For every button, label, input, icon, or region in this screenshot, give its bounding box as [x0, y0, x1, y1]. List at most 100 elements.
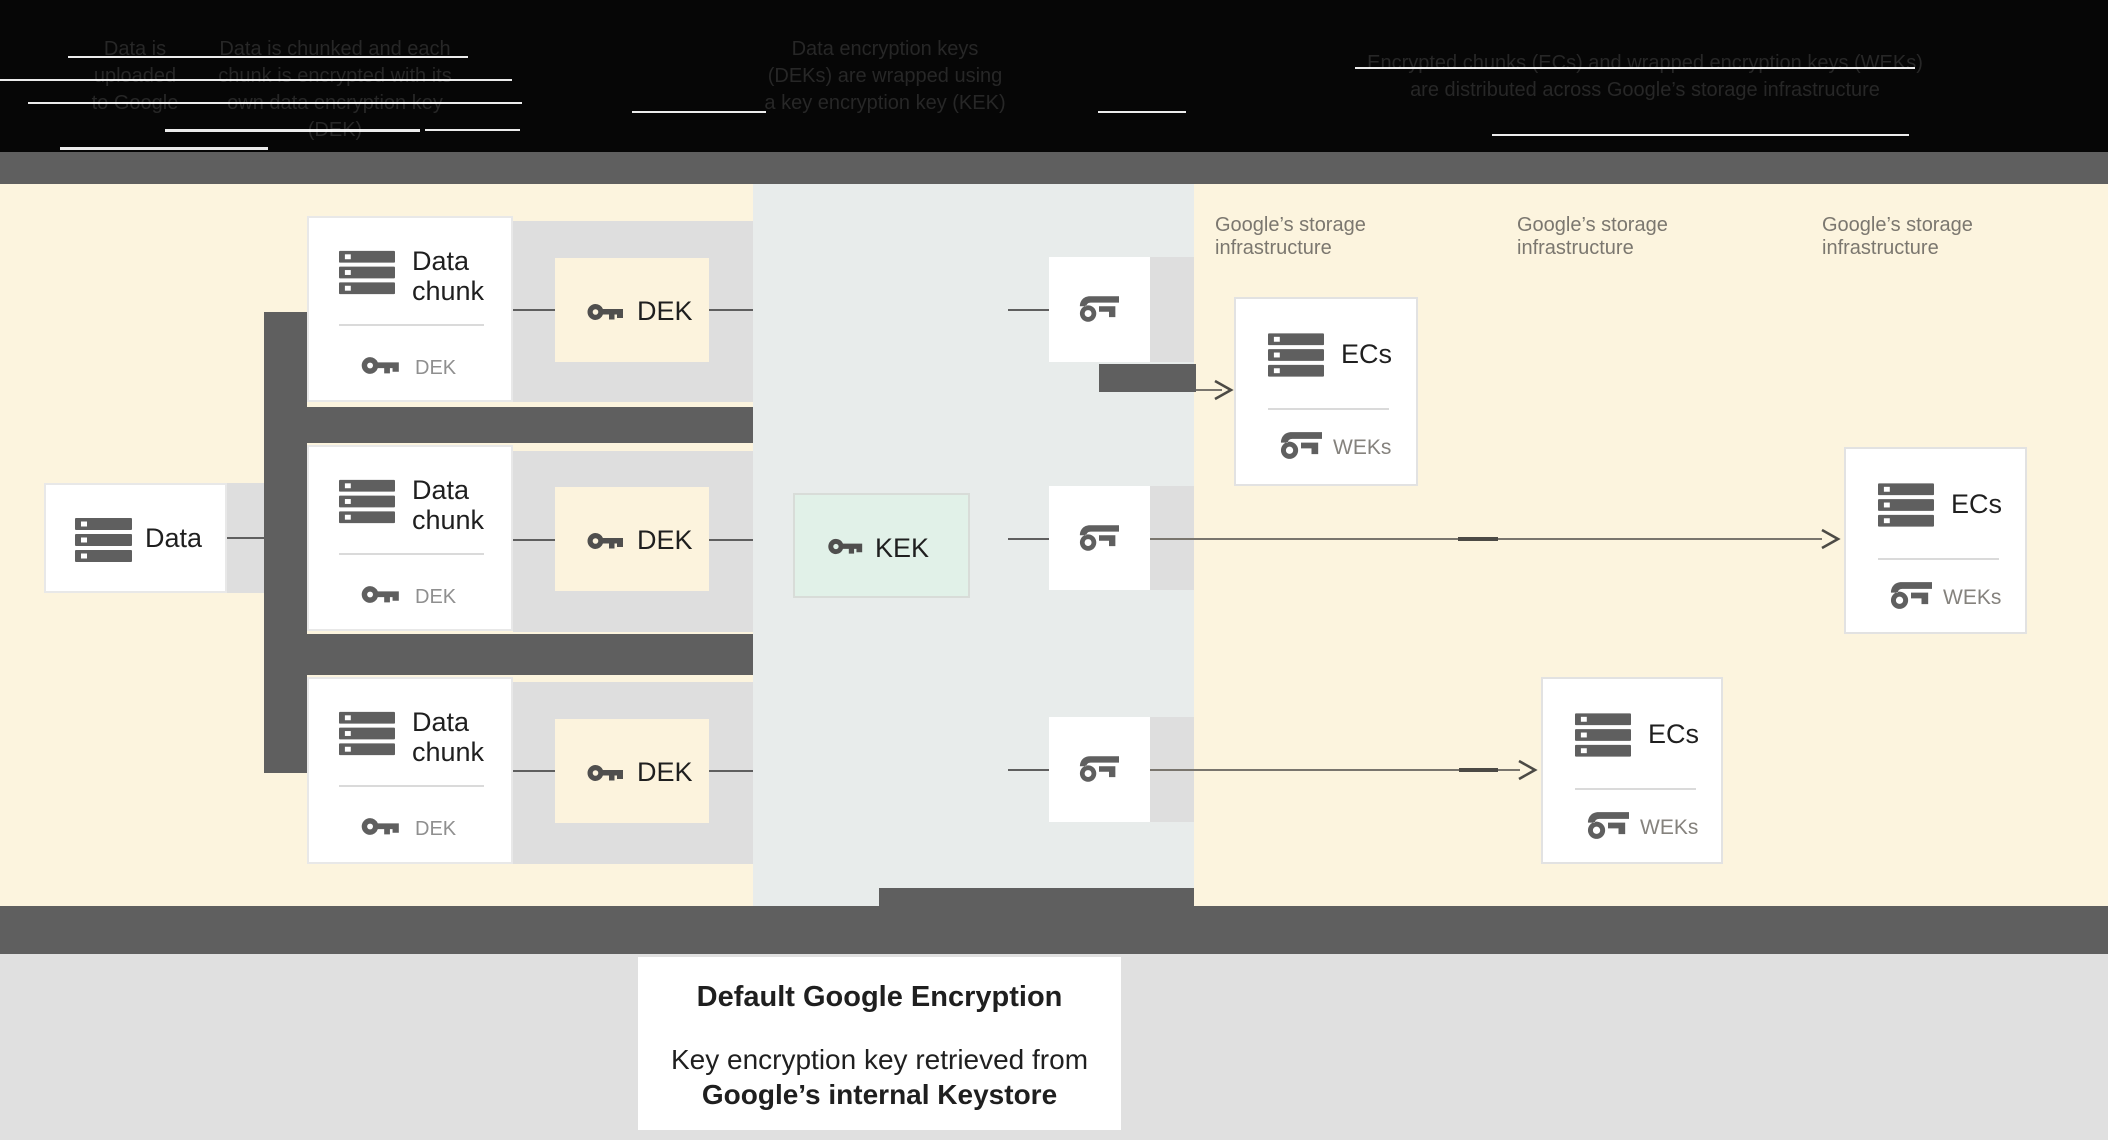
header-hairline	[68, 56, 468, 58]
storage-label-line: infrastructure	[1517, 237, 1634, 259]
ec-arrow-bar-1	[1099, 364, 1196, 392]
dek-connector-left-1	[513, 309, 555, 311]
chunk-title-line: chunk	[412, 276, 485, 306]
dek-connector-left-2	[513, 539, 555, 541]
header-step-1-line: Data is	[103, 38, 167, 60]
header-step-3-line: Data encryption keys	[791, 38, 979, 60]
caption-card: Default Google Encryption Key encryption…	[638, 957, 1121, 1130]
ecs-title: ECs	[1341, 339, 1393, 369]
card-divider	[339, 785, 484, 787]
divider-bar-bottom	[0, 906, 2108, 954]
dek-box-3: DEK	[555, 719, 709, 823]
dek-connector-right-1	[709, 309, 753, 311]
database-icon	[1878, 482, 1934, 533]
data-chunk-card-1: Data chunk DEK	[307, 216, 513, 402]
redacted-header: Data is uploaded to Google Data is chunk…	[0, 0, 2108, 152]
ecs-card-3: ECs WEKs	[1541, 677, 1723, 864]
data-chunk-card-3: Data chunk DEK	[307, 677, 513, 864]
wrap-connector-3	[1008, 769, 1049, 771]
header-step-2-line: own data encryption key (DEK)	[227, 92, 443, 141]
chunk-gap-band-2	[264, 634, 753, 675]
header-hairline	[60, 147, 268, 150]
dek-inline-label: DEK	[415, 818, 457, 840]
header-hairline	[425, 129, 520, 131]
fancy-key-icon	[1079, 754, 1119, 789]
header-step-2-line: Data is chunked and each	[219, 38, 451, 60]
header-step-3-line: (DEKs) are wrapped using	[767, 65, 1003, 87]
chunk-title-line: Data	[412, 246, 470, 276]
dek-connector-left-3	[513, 770, 555, 772]
chunk-title-line: chunk	[412, 737, 485, 767]
database-icon	[339, 250, 395, 300]
chunk-bracket	[264, 312, 307, 773]
header-hairline	[1355, 67, 1915, 69]
dek-box-label: DEK	[637, 757, 693, 787]
key-icon	[826, 536, 864, 562]
database-icon	[75, 518, 132, 567]
data-card-label: Data	[145, 523, 203, 553]
ecs-card-1: ECs WEKs	[1234, 297, 1418, 486]
wrapped-key-box-2	[1049, 486, 1150, 590]
arrowhead-icon	[1819, 527, 1841, 556]
key-icon	[585, 301, 625, 328]
database-icon	[339, 479, 395, 529]
dek-inline-label: DEK	[415, 357, 457, 379]
arrow-to-ecs-1	[1196, 389, 1222, 391]
header-hairline	[632, 111, 766, 113]
ecs-title: ECs	[1648, 719, 1700, 749]
database-icon	[1268, 332, 1324, 383]
fancy-key-icon	[1280, 431, 1322, 465]
wrap-connector-1	[1008, 309, 1049, 311]
kek-box: KEK	[793, 493, 970, 598]
header-step-2: Data is chunked and each chunk is encryp…	[205, 36, 465, 144]
dek-box-label: DEK	[637, 296, 693, 326]
chunk-title: Data chunk	[412, 707, 484, 767]
storage-infrastructure-label-1: Google’s storage infrastructure	[1215, 214, 1445, 260]
header-hairline	[28, 102, 522, 104]
weks-label: WEKs	[1333, 436, 1392, 459]
diagram-canvas: Data Data chunk DEK DEK	[0, 184, 2108, 906]
storage-label-line: Google’s storage	[1517, 214, 1668, 236]
card-divider	[339, 553, 484, 555]
header-step-1: Data is uploaded to Google	[40, 36, 230, 117]
dek-box-label: DEK	[637, 525, 693, 555]
chunk-title: Data chunk	[412, 475, 484, 535]
header-step-2-line: chunk is encrypted with its	[218, 65, 452, 87]
ecs-card-2: ECs WEKs	[1844, 447, 2027, 634]
dek-box-1: DEK	[555, 258, 709, 362]
ecs-title: ECs	[1951, 489, 2003, 519]
data-card: Data	[44, 483, 227, 593]
header-hairline	[1098, 111, 1186, 113]
dek-connector-right-3	[709, 770, 753, 772]
weks-label: WEKs	[1943, 586, 2002, 609]
data-chunk-card-2: Data chunk DEK	[307, 445, 513, 631]
database-icon	[1575, 712, 1631, 763]
header-hairline	[165, 129, 420, 132]
storage-infrastructure-label-3: Google’s storage infrastructure	[1822, 214, 2052, 260]
arrowhead-icon	[1212, 378, 1234, 407]
kek-zone-bottom-bar	[879, 888, 1194, 906]
header-step-4: Encrypted chunks (ECs) and wrapped encry…	[1290, 50, 2000, 104]
database-icon	[339, 711, 395, 761]
header-step-3: Data encryption keys (DEKs) are wrapped …	[735, 36, 1035, 117]
key-icon	[585, 762, 625, 789]
key-icon	[361, 583, 399, 611]
card-divider	[1878, 558, 1999, 560]
wrapped-key-box-3	[1049, 717, 1150, 822]
storage-label-line: infrastructure	[1215, 237, 1332, 259]
dek-inline-label: DEK	[415, 586, 457, 608]
chunk-title-line: Data	[412, 707, 470, 737]
storage-label-line: infrastructure	[1822, 237, 1939, 259]
caption-line-1: Key encryption key retrieved from	[670, 1044, 1089, 1075]
fancy-key-icon	[1890, 581, 1932, 615]
caption-line-2: Google’s internal Keystore	[701, 1079, 1058, 1110]
fancy-key-icon	[1587, 811, 1629, 845]
arrow-to-ecs-3	[1150, 769, 1520, 771]
storage-label-line: Google’s storage	[1215, 214, 1366, 236]
header-hairline	[1492, 134, 1909, 136]
arrowhead-icon	[1516, 758, 1538, 787]
kek-box-label: KEK	[875, 533, 930, 563]
header-step-4-line: Encrypted chunks (ECs) and wrapped encry…	[1367, 52, 1923, 74]
arrow-segment	[1459, 768, 1498, 772]
key-icon	[361, 815, 399, 843]
